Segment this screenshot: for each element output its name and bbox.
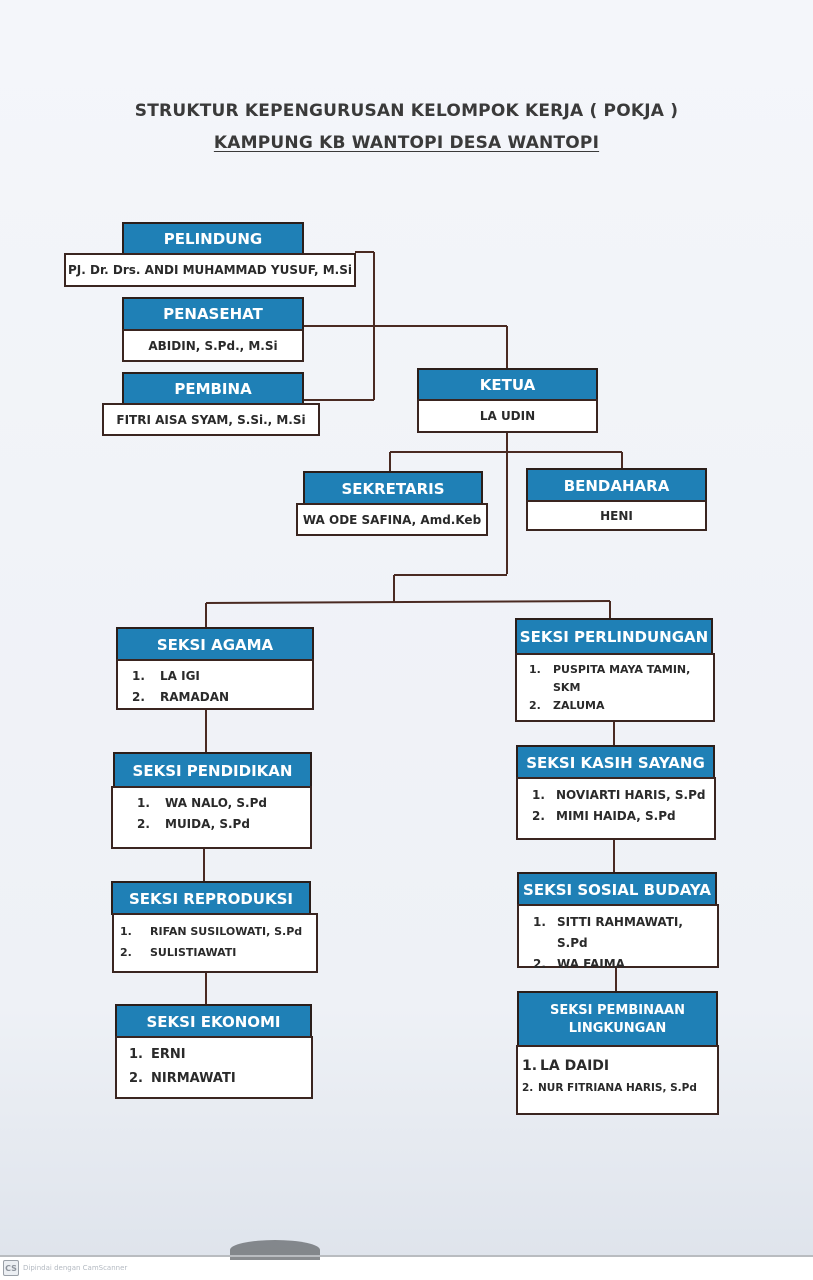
- member-item: 1. LA IGI: [132, 666, 312, 687]
- pelindung-title: PELINDUNG: [122, 222, 304, 254]
- bendahara-title: BENDAHARA: [526, 468, 707, 502]
- member-number: 2.: [137, 817, 150, 831]
- section-members-agama: 1. LA IGI 2. RAMADAN: [116, 659, 314, 710]
- section-title-sosial-budaya: SEKSI SOSIAL BUDAYA: [517, 872, 717, 906]
- section-members-perlindungan: 1. PUSPITA MAYA TAMIN, SKM 2. ZALUMA: [515, 653, 715, 722]
- pembina-title: PEMBINA: [122, 372, 304, 404]
- member-number: 2.: [132, 690, 145, 704]
- member-item: 2. RAMADAN: [132, 687, 312, 708]
- member-number: 2.: [533, 957, 546, 971]
- section-members-kasih-sayang: 1. NOVIARTI HARIS, S.Pd 2. MIMI HAIDA, S.P…: [516, 777, 716, 840]
- member-name: ZALUMA: [553, 699, 605, 712]
- member-item: 1. RIFAN SUSILOWATI, S.Pd: [120, 921, 316, 942]
- member-name: NUR FITRIANA HARIS, S.Pd: [538, 1082, 697, 1094]
- member-name: ERNI: [151, 1047, 186, 1062]
- section-members-sosial-budaya: 1. SITTI RAHMAWATI, S.Pd 2. WA FAIMA: [517, 904, 719, 971]
- connector: [205, 600, 611, 604]
- document-subtitle: KAMPUNG KB WANTOPI DESA WANTOPI: [213, 133, 600, 153]
- member-name: MIMI HAIDA, S.Pd: [556, 809, 676, 823]
- member-name: SULISTIAWATI: [150, 946, 237, 959]
- member-item: 2. NIRMAWATI: [129, 1067, 311, 1091]
- section-title-perlindungan: SEKSI PERLINDUNGAN: [515, 618, 713, 655]
- member-name: PUSPITA MAYA TAMIN, SKM: [553, 663, 691, 694]
- member-item: 1. NOVIARTI HARIS, S.Pd: [532, 785, 714, 806]
- section-members-reproduksi: 1. RIFAN SUSILOWATI, S.Pd 2. SULISTIAWATI: [112, 913, 318, 973]
- bendahara-name-text: HENI: [600, 508, 633, 523]
- section-title-pembinaan-lingkungan: SEKSI PEMBINAAN LINGKUNGAN: [517, 991, 718, 1047]
- member-item: 2. MUIDA, S.Pd: [137, 814, 310, 835]
- penasehat-name: ABIDIN, S.Pd., M.Si: [122, 329, 304, 362]
- ketua-name-text: LA UDIN: [479, 409, 536, 423]
- member-number: 1.: [529, 663, 541, 676]
- member-number: 1.: [132, 669, 145, 683]
- member-item: 1. SITTI RAHMAWATI, S.Pd: [533, 912, 717, 954]
- scanner-text: Dipindai dengan CamScanner: [23, 1264, 128, 1272]
- member-name: LA IGI: [160, 669, 200, 683]
- section-title-agama: SEKSI AGAMA: [116, 627, 314, 661]
- document-title: STRUKTUR KEPENGURUSAN KELOMPOK KERJA ( P…: [134, 101, 679, 121]
- member-name: RIFAN SUSILOWATI, S.Pd: [150, 925, 303, 938]
- member-item: 1. PUSPITA MAYA TAMIN, SKM: [529, 661, 705, 697]
- section-title-kasih-sayang: SEKSI KASIH SAYANG: [516, 745, 715, 779]
- member-name: NOVIARTI HARIS, S.Pd: [556, 788, 706, 802]
- ketua-name: LA UDIN: [417, 399, 598, 433]
- penasehat-title: PENASEHAT: [122, 297, 304, 330]
- member-number: 2.: [129, 1071, 143, 1086]
- pelindung-name-text: PJ. Dr. Drs. ANDI MUHAMMAD YUSUF, M.Si: [68, 263, 352, 277]
- bendahara-name: HENI: [526, 500, 707, 531]
- member-number: 2.: [522, 1082, 534, 1094]
- member-number: 1.: [129, 1047, 143, 1062]
- member-name: MUIDA, S.Pd: [165, 817, 250, 831]
- member-name: LA DAIDI: [540, 1058, 610, 1074]
- pelindung-name: PJ. Dr. Drs. ANDI MUHAMMAD YUSUF, M.Si: [64, 253, 356, 287]
- member-name: SITTI RAHMAWATI, S.Pd: [557, 915, 683, 950]
- member-number: 2.: [529, 699, 541, 712]
- section-members-pendidikan: 1. WA NALO, S.Pd 2. MUIDA, S.Pd: [111, 786, 312, 849]
- penasehat-name-text: ABIDIN, S.Pd., M.Si: [148, 338, 278, 353]
- ketua-title: KETUA: [417, 368, 598, 401]
- section-title-reproduksi: SEKSI REPRODUKSI: [111, 881, 311, 915]
- member-number: 1.: [522, 1058, 538, 1074]
- sekretaris-title: SEKRETARIS: [303, 471, 483, 505]
- member-item: 2. WA FAIMA: [533, 954, 717, 975]
- member-name: WA NALO, S.Pd: [165, 796, 267, 810]
- member-name: NIRMAWATI: [151, 1071, 236, 1086]
- sekretaris-name-text: WA ODE SAFINA, Amd.Keb: [302, 512, 482, 527]
- member-item: 1. ERNI: [129, 1043, 311, 1067]
- member-item: 1. WA NALO, S.Pd: [137, 793, 310, 814]
- camscanner-logo-icon: CS: [3, 1260, 19, 1276]
- member-number: 1.: [120, 925, 132, 938]
- scanner-watermark: CS Dipindai dengan CamScanner: [3, 1260, 127, 1276]
- section-title-ekonomi: SEKSI EKONOMI: [115, 1004, 312, 1038]
- section-members-pembinaan-lingkungan: 1.LA DAIDI 2. NUR FITRIANA HARIS, S.Pd: [516, 1045, 719, 1115]
- pembina-name-text: FITRI AISA SYAM, S.Si., M.Si: [116, 412, 306, 427]
- member-number: 2.: [532, 809, 545, 823]
- member-number: 1.: [137, 796, 150, 810]
- member-name: RAMADAN: [160, 690, 230, 704]
- member-name: WA FAIMA: [557, 957, 625, 971]
- member-number: 1.: [532, 788, 545, 802]
- member-item: 2. NUR FITRIANA HARIS, S.Pd: [522, 1077, 717, 1099]
- member-item: 2. SULISTIAWATI: [120, 942, 316, 963]
- member-number: 1.: [533, 915, 546, 929]
- section-title-pendidikan: SEKSI PENDIDIKAN: [113, 752, 312, 788]
- section-members-ekonomi: 1. ERNI 2. NIRMAWATI: [115, 1036, 313, 1099]
- member-number: 2.: [120, 946, 132, 959]
- member-item: 1.LA DAIDI: [522, 1055, 717, 1077]
- member-item: 2. ZALUMA: [529, 697, 705, 715]
- sekretaris-name: WA ODE SAFINA, Amd.Keb: [296, 503, 488, 536]
- pembina-name: FITRI AISA SYAM, S.Si., M.Si: [102, 403, 320, 436]
- member-item: 2. MIMI HAIDA, S.Pd: [532, 806, 714, 827]
- paper-edge: [0, 1255, 813, 1257]
